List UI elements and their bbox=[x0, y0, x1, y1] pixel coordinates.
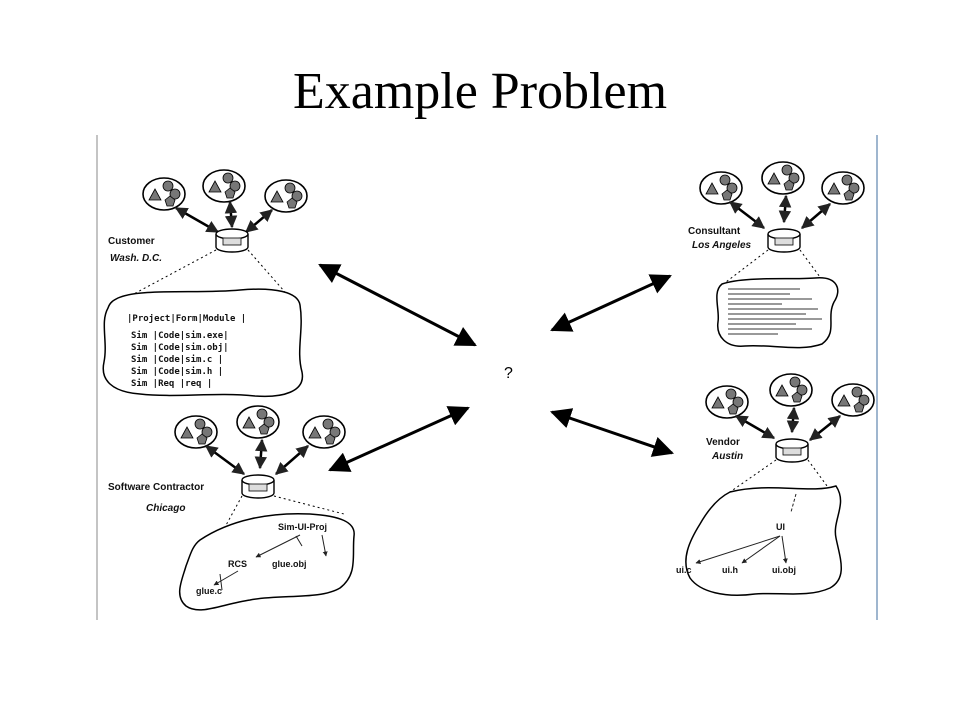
repository-database-icon bbox=[241, 474, 275, 499]
user-cluster-icon bbox=[142, 177, 186, 211]
customer-site: Customer Wash. D.C. |Project|Form|Module… bbox=[102, 169, 308, 398]
config-table-header: |Project|Form|Module | bbox=[127, 313, 246, 324]
consultant-site: Consultant Los Angeles bbox=[688, 161, 865, 349]
user-cluster-icon bbox=[264, 179, 308, 213]
vendor-link-arrow bbox=[550, 408, 674, 457]
contractor-user-group bbox=[174, 405, 346, 449]
vendor-site: Vendor Austin UI ui.c ui.h ui.obj bbox=[676, 373, 875, 596]
user-cluster-icon bbox=[174, 415, 218, 449]
user-cluster-icon bbox=[705, 385, 749, 419]
user-cluster-icon bbox=[831, 383, 875, 417]
contractor-site: Software Contractor Chicago Sim-UI-Proj … bbox=[108, 405, 355, 611]
tree-node-root: UI bbox=[776, 522, 785, 532]
contractor-role-label: Software Contractor bbox=[108, 482, 204, 493]
contractor-file-tree: Sim-UI-Proj RCS glue.obj glue.c bbox=[196, 522, 328, 596]
contractor-link-arrow bbox=[328, 406, 470, 472]
tree-node-glue-c: glue.c bbox=[196, 586, 222, 596]
customer-place-label: Wash. D.C. bbox=[110, 253, 162, 264]
vendor-user-group bbox=[705, 373, 875, 419]
user-cluster-icon bbox=[821, 171, 865, 205]
tree-node-ui-h: ui.h bbox=[722, 565, 738, 575]
user-cluster-icon bbox=[236, 405, 280, 439]
config-table-row: Sim |Code|sim.obj| bbox=[131, 342, 229, 353]
vendor-place-label: Austin bbox=[711, 451, 743, 462]
tree-node-ui-obj: ui.obj bbox=[772, 565, 796, 575]
tree-node-ui-c: ui.c bbox=[676, 565, 692, 575]
vendor-tree-cloud bbox=[685, 485, 842, 596]
user-cluster-icon bbox=[769, 373, 813, 407]
customer-user-group bbox=[142, 169, 308, 213]
customer-link-arrow bbox=[318, 263, 477, 347]
unknown-connection-marker: ? bbox=[504, 365, 513, 382]
consultant-user-group bbox=[699, 161, 865, 205]
repository-database-icon bbox=[775, 438, 809, 463]
config-table-row: Sim |Code|sim.h | bbox=[131, 366, 223, 377]
config-table-row: Sim |Code|sim.exe| bbox=[131, 330, 229, 341]
user-cluster-icon bbox=[761, 161, 805, 195]
config-table-row: Sim |Code|sim.c | bbox=[131, 354, 223, 365]
vendor-role-label: Vendor bbox=[706, 437, 740, 448]
consultant-role-label: Consultant bbox=[688, 226, 741, 237]
user-cluster-icon bbox=[202, 169, 246, 203]
consultant-link-arrow bbox=[550, 274, 672, 332]
tree-node-root: Sim-UI-Proj bbox=[278, 522, 327, 532]
customer-role-label: Customer bbox=[108, 236, 155, 247]
repository-database-icon bbox=[215, 228, 249, 253]
consultant-notes-text bbox=[728, 288, 822, 335]
repository-database-icon bbox=[767, 228, 801, 253]
vendor-file-tree: UI ui.c ui.h ui.obj bbox=[676, 493, 797, 575]
tree-node-glue-obj: glue.obj bbox=[272, 559, 307, 569]
contractor-place-label: Chicago bbox=[146, 503, 185, 514]
customer-config-cloud bbox=[102, 288, 304, 398]
customer-config-table: |Project|Form|Module | Sim |Code|sim.exe… bbox=[127, 313, 246, 389]
consultant-notes-cloud bbox=[716, 277, 839, 349]
tree-node-rcs: RCS bbox=[228, 559, 247, 569]
slide-title: Example Problem bbox=[292, 63, 668, 120]
config-table-row: Sim |Req |req | bbox=[131, 378, 212, 389]
consultant-place-label: Los Angeles bbox=[692, 240, 752, 251]
user-cluster-icon bbox=[699, 171, 743, 205]
contractor-tree-cloud bbox=[178, 512, 355, 611]
user-cluster-icon bbox=[302, 415, 346, 449]
site-link-arrows bbox=[318, 263, 674, 472]
